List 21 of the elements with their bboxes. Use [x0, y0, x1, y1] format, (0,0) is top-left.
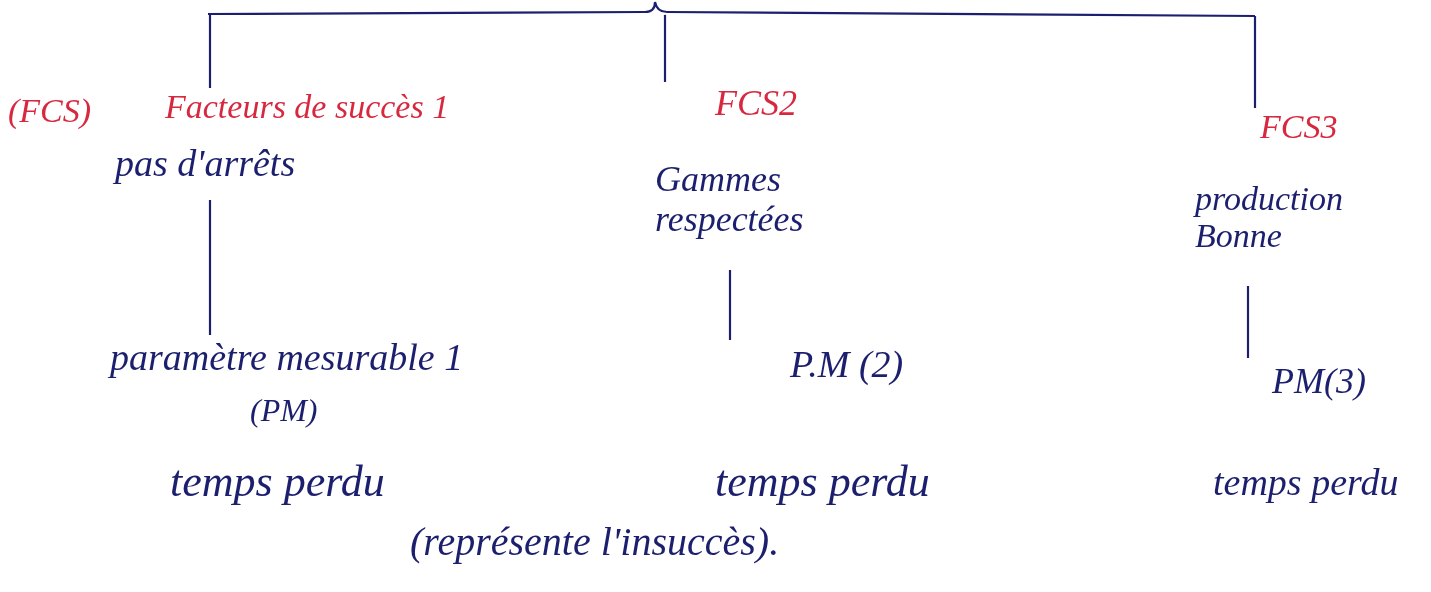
heading-text: FCS2: [715, 84, 797, 124]
heading-text: Facteurs de succès 1: [165, 88, 450, 126]
connector-line: [208, 14, 212, 88]
connector-line: [208, 200, 212, 335]
measure-text: (PM): [250, 393, 318, 429]
heading-text: FCS3: [1260, 108, 1338, 146]
result-text: temps perdu: [170, 458, 385, 507]
result-text: temps perdu: [1213, 462, 1399, 504]
measure-text: PM(3): [1272, 362, 1366, 402]
connector-line: [728, 270, 732, 340]
result-text: temps perdu: [715, 458, 930, 507]
connector-line: [1246, 286, 1250, 358]
connector-line: [1253, 16, 1257, 108]
acronym-text: (FCS): [8, 92, 92, 130]
criterion-text: production Bonne: [1195, 180, 1344, 255]
criterion-text: pas d'arrêts: [115, 143, 296, 185]
connector-line: [663, 14, 667, 82]
measure-text: P.M (2): [790, 344, 904, 386]
criterion-text: Gammes respectées: [655, 160, 805, 240]
note-text: (représente l'insuccès).: [410, 520, 780, 564]
measure-text: paramètre mesurable 1: [110, 337, 464, 379]
